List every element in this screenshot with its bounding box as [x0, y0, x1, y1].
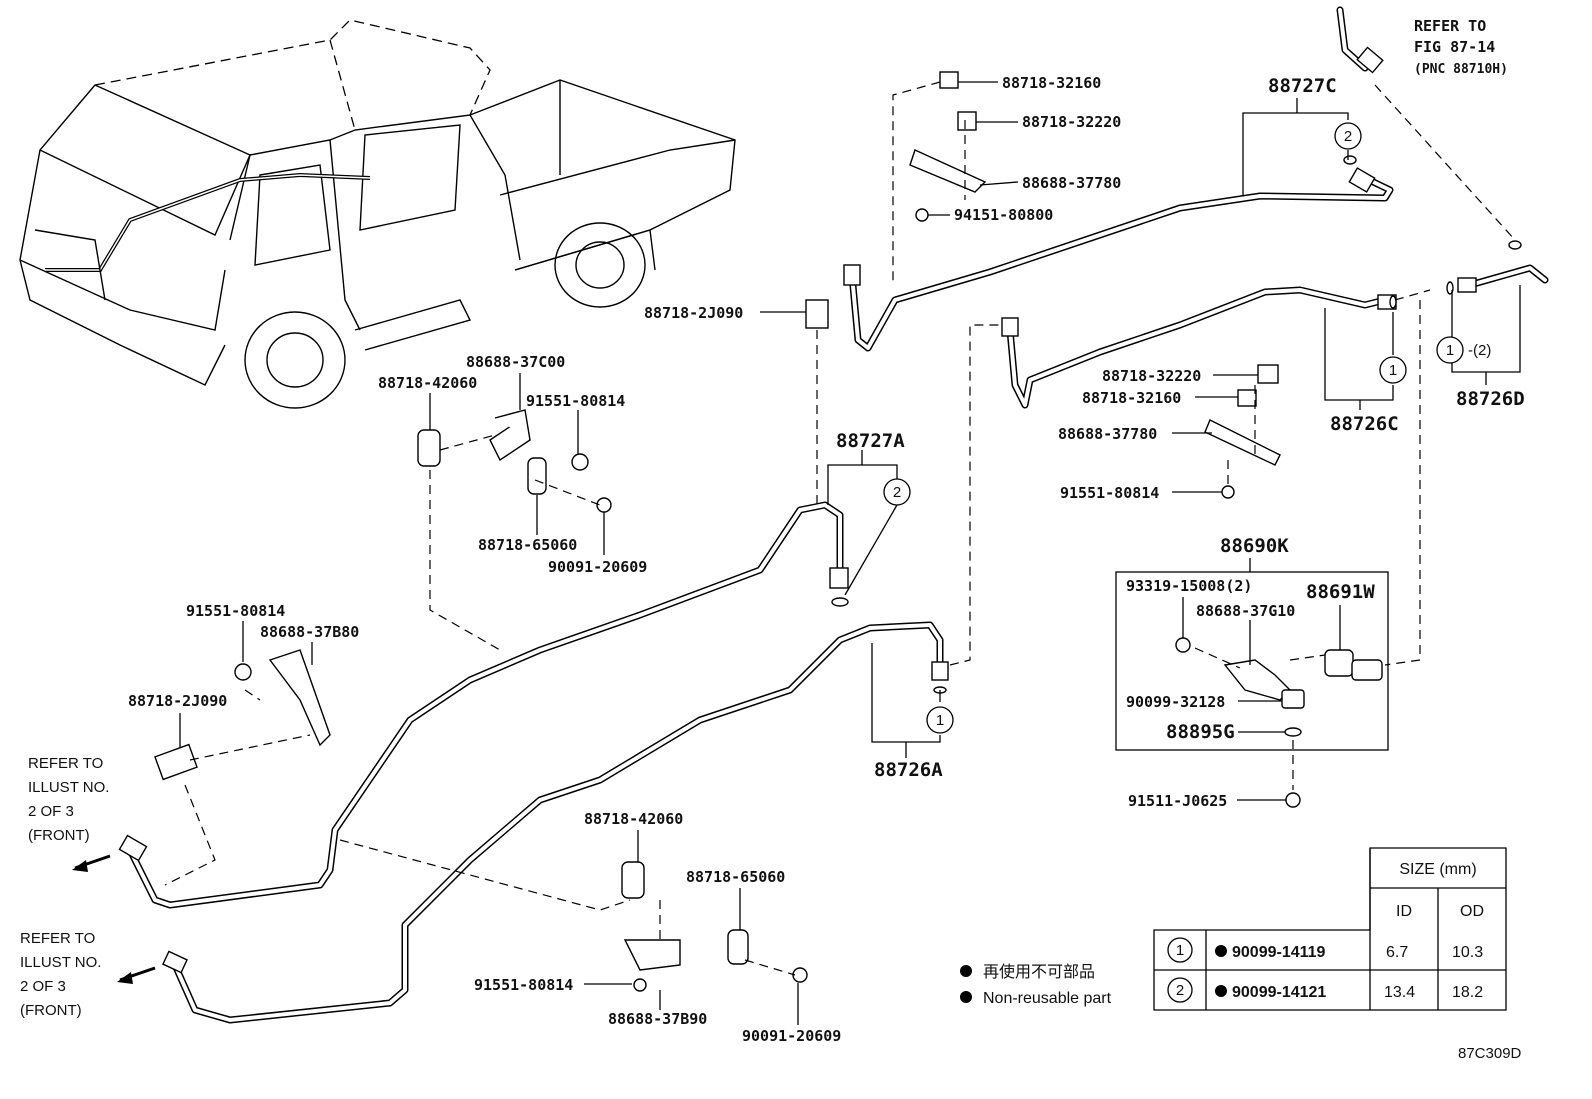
- circle-keys: 2 1 2 1 1 -(2): [883, 122, 1491, 734]
- svg-text:ILLUST NO.: ILLUST NO.: [20, 954, 101, 971]
- dashed-leaders: [164, 81, 1516, 976]
- label-88726D: 88726D: [1456, 388, 1525, 410]
- label-91551-80814-left: 91551-80814: [186, 602, 285, 620]
- refer-note-left-2: REFER TO ILLUST NO. 2 OF 3 (FRONT): [20, 930, 101, 1019]
- row1-part: 90099-14119: [1232, 944, 1326, 961]
- size-table: SIZE (mm) ID OD 1 90099-14119 6.7 10.3 2…: [1153, 847, 1507, 1011]
- row1-id: 6.7: [1386, 944, 1408, 961]
- circle-key-88726A: 1: [936, 712, 944, 729]
- leader-lines: [72, 81, 1521, 1025]
- label-88895G: 88895G: [1166, 721, 1235, 743]
- pipe-fittings: [118, 46, 1522, 974]
- pipe-88726C: [1006, 286, 1389, 409]
- pipe-88726A: [171, 621, 944, 1024]
- svg-text:FIG 87-14: FIG 87-14: [1414, 38, 1495, 56]
- svg-text:(FRONT): (FRONT): [28, 827, 90, 844]
- legend-jp: 再使用不可部品: [983, 963, 1095, 981]
- label-93319-15008: 93319-15008(2): [1126, 577, 1252, 595]
- label-88718-42060-bottom: 88718-42060: [584, 810, 683, 828]
- row2-od: 18.2: [1452, 984, 1483, 1001]
- svg-text:2 OF 3: 2 OF 3: [20, 978, 66, 995]
- label-88718-2J090-left: 88718-2J090: [128, 692, 227, 710]
- label-90091-20609-bottom: 90091-20609: [742, 1027, 841, 1045]
- assembly-box-88690K: [1115, 571, 1389, 751]
- label-88718-32220-right: 88718-32220: [1102, 367, 1201, 385]
- label-88688-37780-right: 88688-37780: [1058, 425, 1157, 443]
- svg-text:REFER TO: REFER TO: [1414, 17, 1486, 35]
- label-88688-37B80: 88688-37B80: [260, 623, 359, 641]
- col-od-header: OD: [1460, 903, 1484, 920]
- pipe-refer-top: [1336, 6, 1369, 72]
- label-88718-42060-center: 88718-42060: [378, 374, 477, 392]
- svg-text:REFER TO: REFER TO: [20, 930, 95, 947]
- label-90091-20609-center: 90091-20609: [548, 558, 647, 576]
- circle-key-88727A: 2: [893, 484, 901, 501]
- label-88727C: 88727C: [1268, 75, 1337, 97]
- svg-text:2 OF 3: 2 OF 3: [28, 803, 74, 820]
- col-id-header: ID: [1396, 903, 1412, 920]
- row2-id: 13.4: [1384, 984, 1415, 1001]
- pipe-88727C: [848, 174, 1394, 352]
- non-reusable-bullet-icon: [960, 991, 972, 1003]
- label-88726A: 88726A: [874, 759, 943, 781]
- row2-part: 90099-14121: [1232, 984, 1326, 1001]
- svg-text:(PNC 88710H): (PNC 88710H): [1414, 62, 1508, 77]
- label-88690K: 88690K: [1220, 535, 1289, 557]
- row2-key: 2: [1176, 982, 1184, 999]
- label-88718-32220-top: 88718-32220: [1022, 113, 1121, 131]
- label-88688-37B90: 88688-37B90: [608, 1010, 707, 1028]
- pipe-88726D: [1466, 264, 1549, 289]
- label-88718-2J090-center: 88718-2J090: [644, 304, 743, 322]
- pipe-88727A: [126, 501, 844, 909]
- label-88688-37780-top: 88688-37780: [1022, 174, 1121, 192]
- label-88688-37G10: 88688-37G10: [1196, 602, 1295, 620]
- row1-od: 10.3: [1452, 944, 1483, 961]
- clamps-and-brackets: [154, 71, 1383, 992]
- label-94151-80800: 94151-80800: [954, 206, 1053, 224]
- truck-illustration: [19, 19, 736, 409]
- svg-text:REFER TO: REFER TO: [28, 755, 103, 772]
- label-91551-80814-center: 91551-80814: [526, 392, 625, 410]
- row1-key: 1: [1176, 942, 1184, 959]
- part-labels: 88718-32160 88718-32220 88688-37780 9415…: [128, 74, 1525, 1045]
- label-88727A: 88727A: [836, 430, 905, 452]
- refer-note-top: REFER TO FIG 87-14 (PNC 88710H): [1414, 17, 1508, 77]
- label-88718-65060-bottom: 88718-65060: [686, 868, 785, 886]
- figure-code: 87C309D: [1458, 1045, 1522, 1062]
- circle-key-88726D: 1: [1446, 342, 1454, 359]
- circle-range-note: -(2): [1468, 342, 1491, 359]
- circle-key-88727C: 2: [1344, 128, 1352, 145]
- svg-text:ILLUST NO.: ILLUST NO.: [28, 779, 109, 796]
- non-reusable-bullet-icon: [1215, 985, 1227, 997]
- label-91511-J0625: 91511-J0625: [1128, 792, 1227, 810]
- label-88718-65060-center: 88718-65060: [478, 536, 577, 554]
- label-88718-32160-right: 88718-32160: [1082, 389, 1181, 407]
- non-reusable-bullet-icon: [960, 965, 972, 977]
- legend-en: Non-reusable part: [983, 990, 1112, 1007]
- label-90099-32128: 90099-32128: [1126, 693, 1225, 711]
- non-reusable-bullet-icon: [1215, 945, 1227, 957]
- label-88718-32160-top: 88718-32160: [1002, 74, 1101, 92]
- refer-note-left-1: REFER TO ILLUST NO. 2 OF 3 (FRONT): [28, 755, 109, 844]
- label-91551-80814-bottom: 91551-80814: [474, 976, 573, 994]
- label-91551-80814-right: 91551-80814: [1060, 484, 1159, 502]
- svg-text:(FRONT): (FRONT): [20, 1002, 82, 1019]
- circle-key-88726C: 1: [1389, 362, 1397, 379]
- label-88691W: 88691W: [1306, 581, 1375, 603]
- legend: 再使用不可部品 Non-reusable part: [960, 963, 1112, 1007]
- label-88688-37C00: 88688-37C00: [466, 353, 565, 371]
- size-header: SIZE (mm): [1399, 861, 1476, 878]
- label-88726C: 88726C: [1330, 413, 1399, 435]
